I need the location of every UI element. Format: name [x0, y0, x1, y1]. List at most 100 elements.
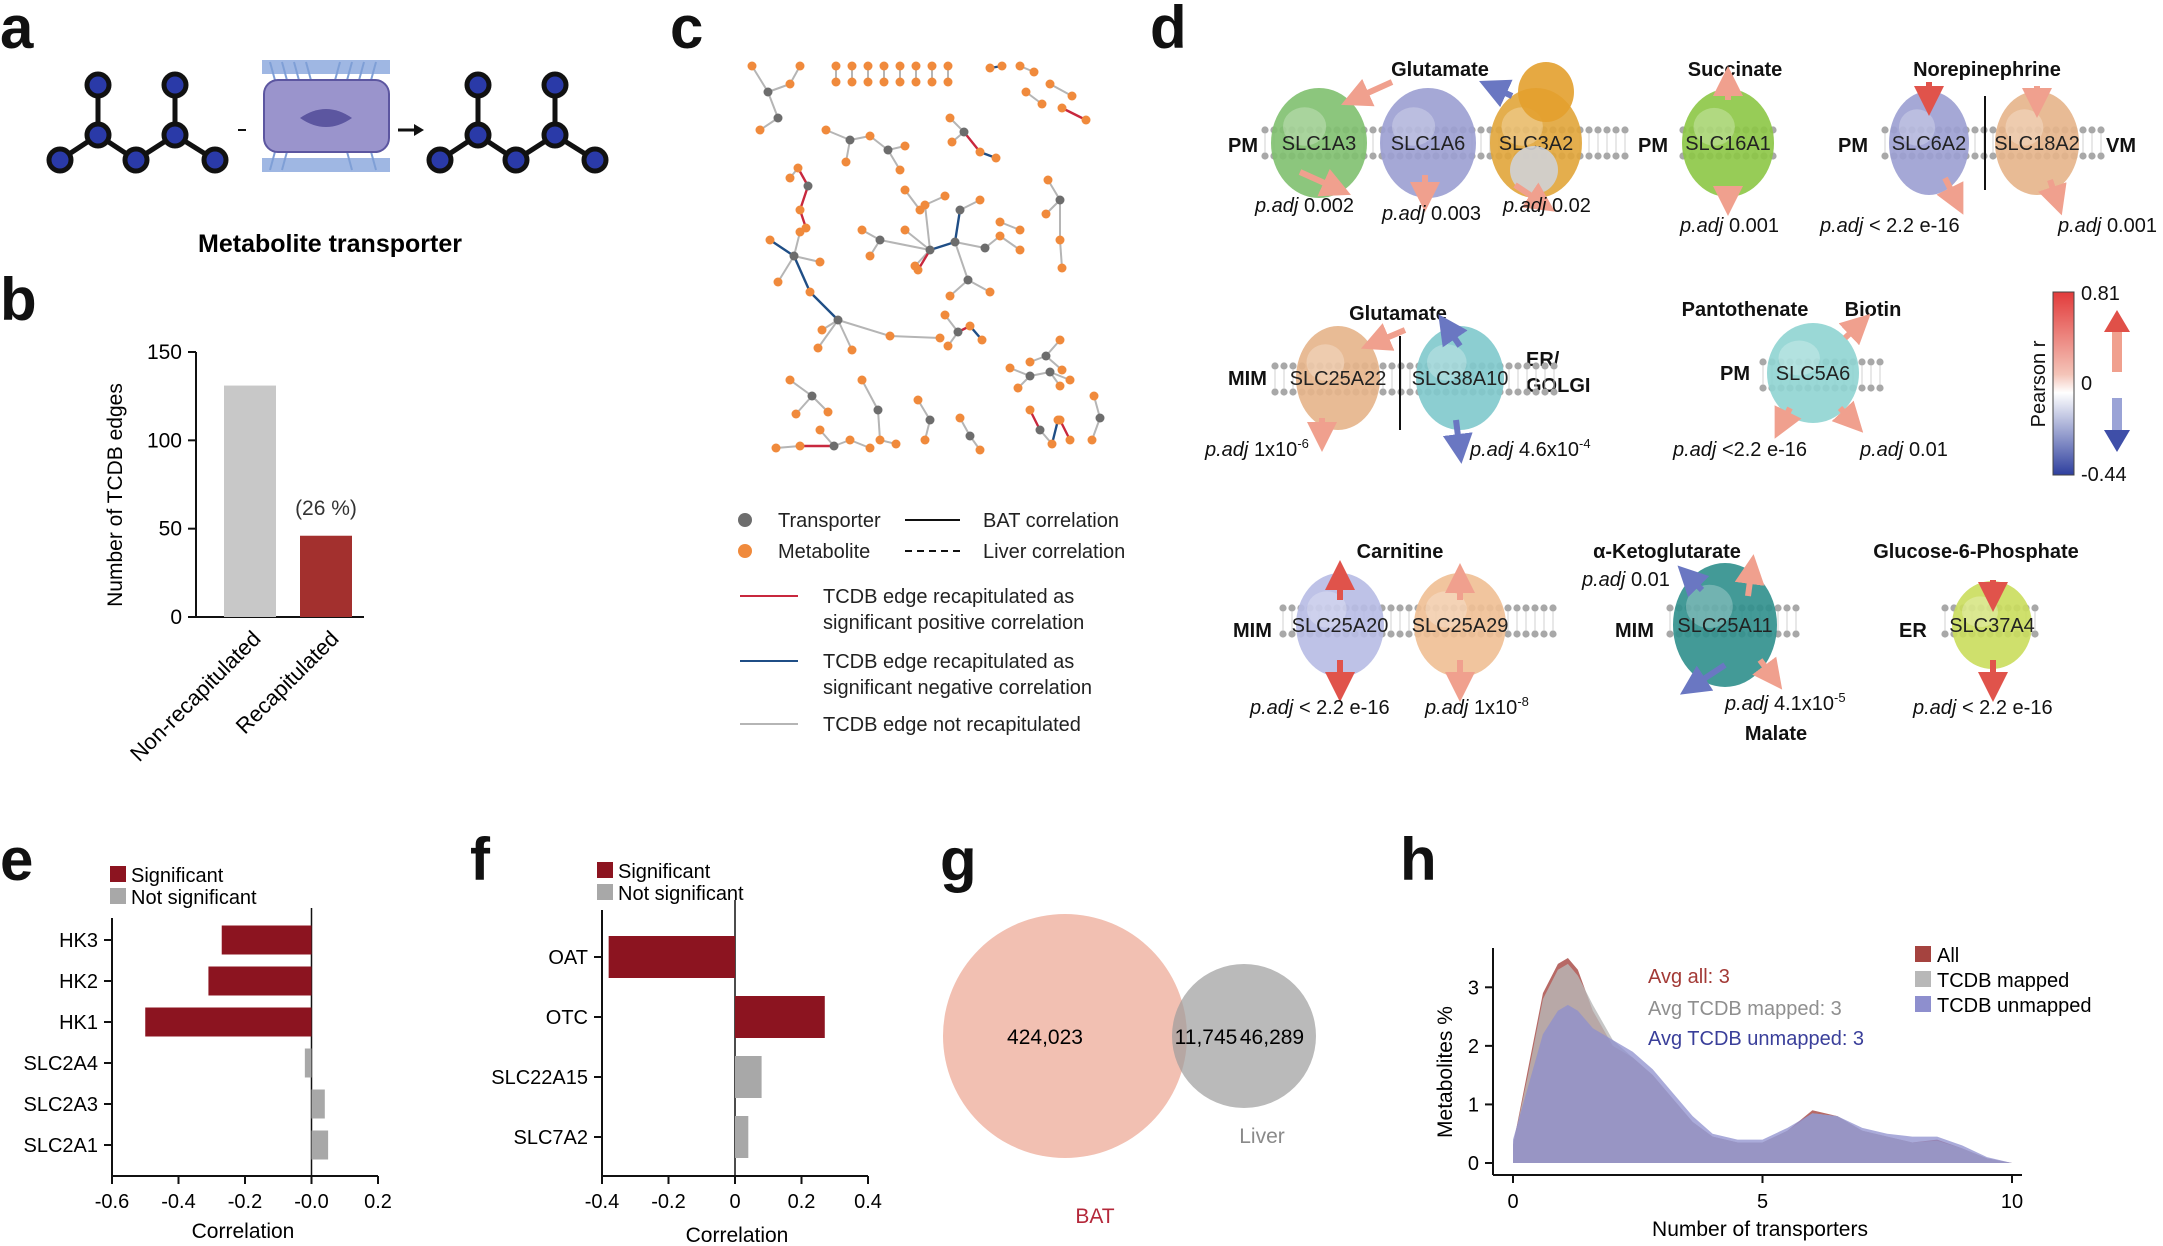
flux-arrow [1838, 313, 1871, 346]
metabolite-node [940, 310, 950, 320]
metabolite-node [945, 113, 955, 123]
metabolite-node [1057, 365, 1067, 375]
panel-letter-g: g [940, 826, 977, 893]
network-edge [809, 291, 839, 321]
metabolite-node [865, 131, 875, 141]
metabolite-node [1043, 175, 1053, 185]
network-edge [954, 241, 969, 281]
flux-arrow [1677, 565, 1710, 598]
bar [311, 1089, 325, 1119]
panel-d-transporters: Glutamate Succinate Norepinephrine PM PM… [1204, 59, 2157, 745]
padj-value: p.adj < 2.2 e-16 [1912, 697, 2053, 719]
xtick-label: -0.0 [294, 1191, 328, 1213]
category-label: OTC [546, 1007, 588, 1029]
metabolite-node [927, 61, 937, 71]
metabolite-node [1045, 79, 1055, 89]
panel-letter-d: d [1150, 0, 1187, 61]
h-series-area [1513, 1004, 2012, 1163]
flux-arrow [1438, 314, 1468, 348]
metabolite-node [771, 443, 781, 453]
transporter-node [873, 405, 883, 415]
h-xlabel: Number of transporters [1652, 1218, 1868, 1241]
panel-b-annotation: (26 %) [295, 497, 357, 520]
transporter-node [965, 431, 975, 441]
metabolite-node [935, 333, 945, 343]
bar [608, 936, 735, 978]
metabolite-node [793, 163, 803, 173]
metabolite-node [785, 173, 795, 183]
h-xtick-label: 0 [1507, 1191, 1518, 1213]
padj-value: p.adj 4.6x10-4 [1469, 436, 1591, 461]
metabolite-node [1021, 87, 1031, 97]
transporter-node [833, 315, 843, 325]
e-legend-sig-swatch [110, 866, 126, 882]
category-label: HK2 [59, 971, 98, 993]
metabolite-node [821, 125, 831, 135]
slc25a29-label: SLC25A29 [1412, 615, 1509, 637]
h-xtick-label: 5 [1757, 1191, 1768, 1213]
h-xtick-label: 10 [2001, 1191, 2023, 1213]
metabolite-node [847, 345, 857, 355]
legend-transporter-label: Transporter [778, 510, 881, 532]
f-legend-sig: Significant [618, 861, 711, 883]
metabolite-node [940, 191, 950, 201]
padj-value: p.adj 1x10-6 [1204, 436, 1309, 461]
metabolite-node [823, 407, 833, 417]
f-xlabel: Correlation [686, 1224, 789, 1246]
xtick-label: -0.6 [95, 1191, 129, 1213]
h-annotation-unmapped: Avg TCDB unmapped: 3 [1648, 1028, 1864, 1050]
flux-arrow [1298, 168, 1351, 197]
xtick-label: 0.2 [788, 1191, 816, 1213]
flux-arrow [1360, 323, 1407, 351]
transporter-node [773, 113, 783, 123]
network-edge [924, 204, 931, 251]
d-succinate: Succinate [1688, 59, 1782, 81]
d-loc-mim-1: MIM [1228, 368, 1267, 390]
transporter-icon [262, 60, 390, 172]
padj-value: p.adj < 2.2 e-16 [1819, 215, 1960, 237]
network-edge [861, 379, 879, 411]
b-bar [300, 535, 352, 617]
transporter-node [803, 181, 813, 191]
d-loc-pm-1: PM [1228, 135, 1258, 157]
metabolite-node [815, 257, 825, 267]
transporter-node [829, 441, 839, 451]
legend-positive-line1: TCDB edge recapitulated as [823, 586, 1074, 608]
slc18a2-label: SLC18A2 [1994, 133, 2080, 155]
metabolite-node [865, 443, 875, 453]
network-edge [877, 409, 881, 441]
category-label: SLC2A1 [24, 1135, 99, 1157]
f-legend-ns: Not significant [618, 883, 744, 905]
metabolite-node [795, 61, 805, 71]
padj-value: p.adj 0.01 [1859, 439, 1948, 461]
padj-value: p.adj 0.002 [1254, 195, 1354, 217]
metabolite-node [795, 441, 805, 451]
d-g6p: Glucose-6-Phosphate [1873, 541, 2079, 563]
metabolite-node [911, 61, 921, 71]
panel-a-illustration: Metabolite transporter [46, 60, 609, 258]
metabolite-node [920, 435, 930, 445]
transporter-node [959, 127, 969, 137]
metabolite-node [885, 331, 895, 341]
metabolite-node [785, 79, 795, 89]
transporter-node [925, 415, 935, 425]
metabolite-node [1041, 209, 1051, 219]
transporter-node [955, 205, 965, 215]
transporter-node [950, 237, 960, 247]
transporter-node [1035, 425, 1045, 435]
metabolite-node [1067, 91, 1077, 101]
panel-d-colorbar: 0.81 0 -0.44 Pearson r [2028, 283, 2130, 486]
metabolite-node [1065, 435, 1075, 445]
transporter-node [953, 327, 963, 337]
metabolite-node [895, 77, 905, 87]
flux-arrow [1774, 405, 1802, 439]
network-edge [751, 65, 769, 93]
slc3a2-label: SLC3A2 [1499, 133, 1574, 155]
network-edge [792, 255, 812, 293]
metabolite-node [1087, 435, 1097, 445]
metabolite-node [900, 225, 910, 235]
h-ytick-label: 1 [1468, 1094, 1479, 1116]
